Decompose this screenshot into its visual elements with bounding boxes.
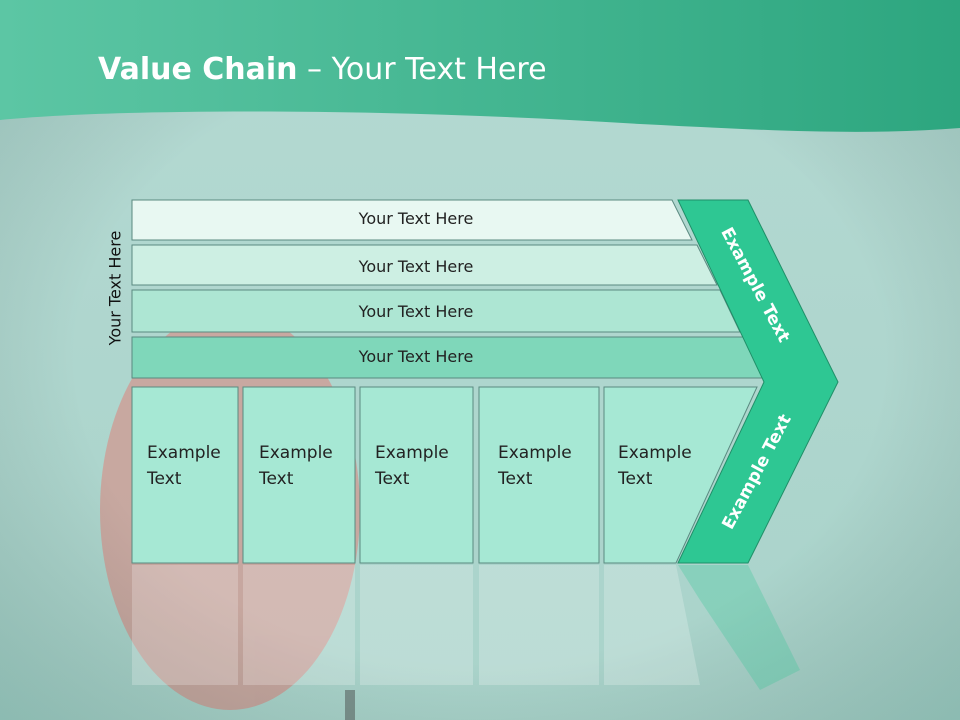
column-4	[478, 386, 600, 564]
title-bold: Value Chain	[98, 52, 298, 87]
bar-1	[131, 199, 693, 241]
column-1-line1: Example	[147, 443, 221, 463]
reflection	[132, 565, 700, 685]
column-3	[359, 386, 474, 564]
column-5	[603, 386, 758, 564]
chevron-arrow	[677, 199, 839, 564]
slide-title: Value Chain – Your Text Here	[98, 52, 547, 87]
column-5-line1: Example	[618, 443, 692, 463]
column-2	[242, 386, 356, 564]
bar-2-label: Your Text Here	[358, 257, 474, 276]
column-1-line2: Text	[147, 469, 182, 489]
bar-3-label: Your Text Here	[358, 302, 474, 321]
column-4-line2: Text	[498, 469, 533, 489]
column-3-line1: Example	[375, 443, 449, 463]
chevron-reflection	[678, 565, 800, 690]
column-3-line2: Text	[375, 469, 410, 489]
column-1	[131, 386, 239, 564]
column-2-line1: Example	[259, 443, 333, 463]
column-2-line2: Text	[259, 469, 294, 489]
bar-2	[131, 244, 718, 286]
header-band	[0, 0, 960, 132]
title-rest: – Your Text Here	[297, 52, 547, 87]
column-4-line1: Example	[498, 443, 572, 463]
bar-1-label: Your Text Here	[358, 209, 474, 228]
bar-4-label: Your Text Here	[358, 347, 474, 366]
column-5-line2: Text	[618, 469, 653, 489]
